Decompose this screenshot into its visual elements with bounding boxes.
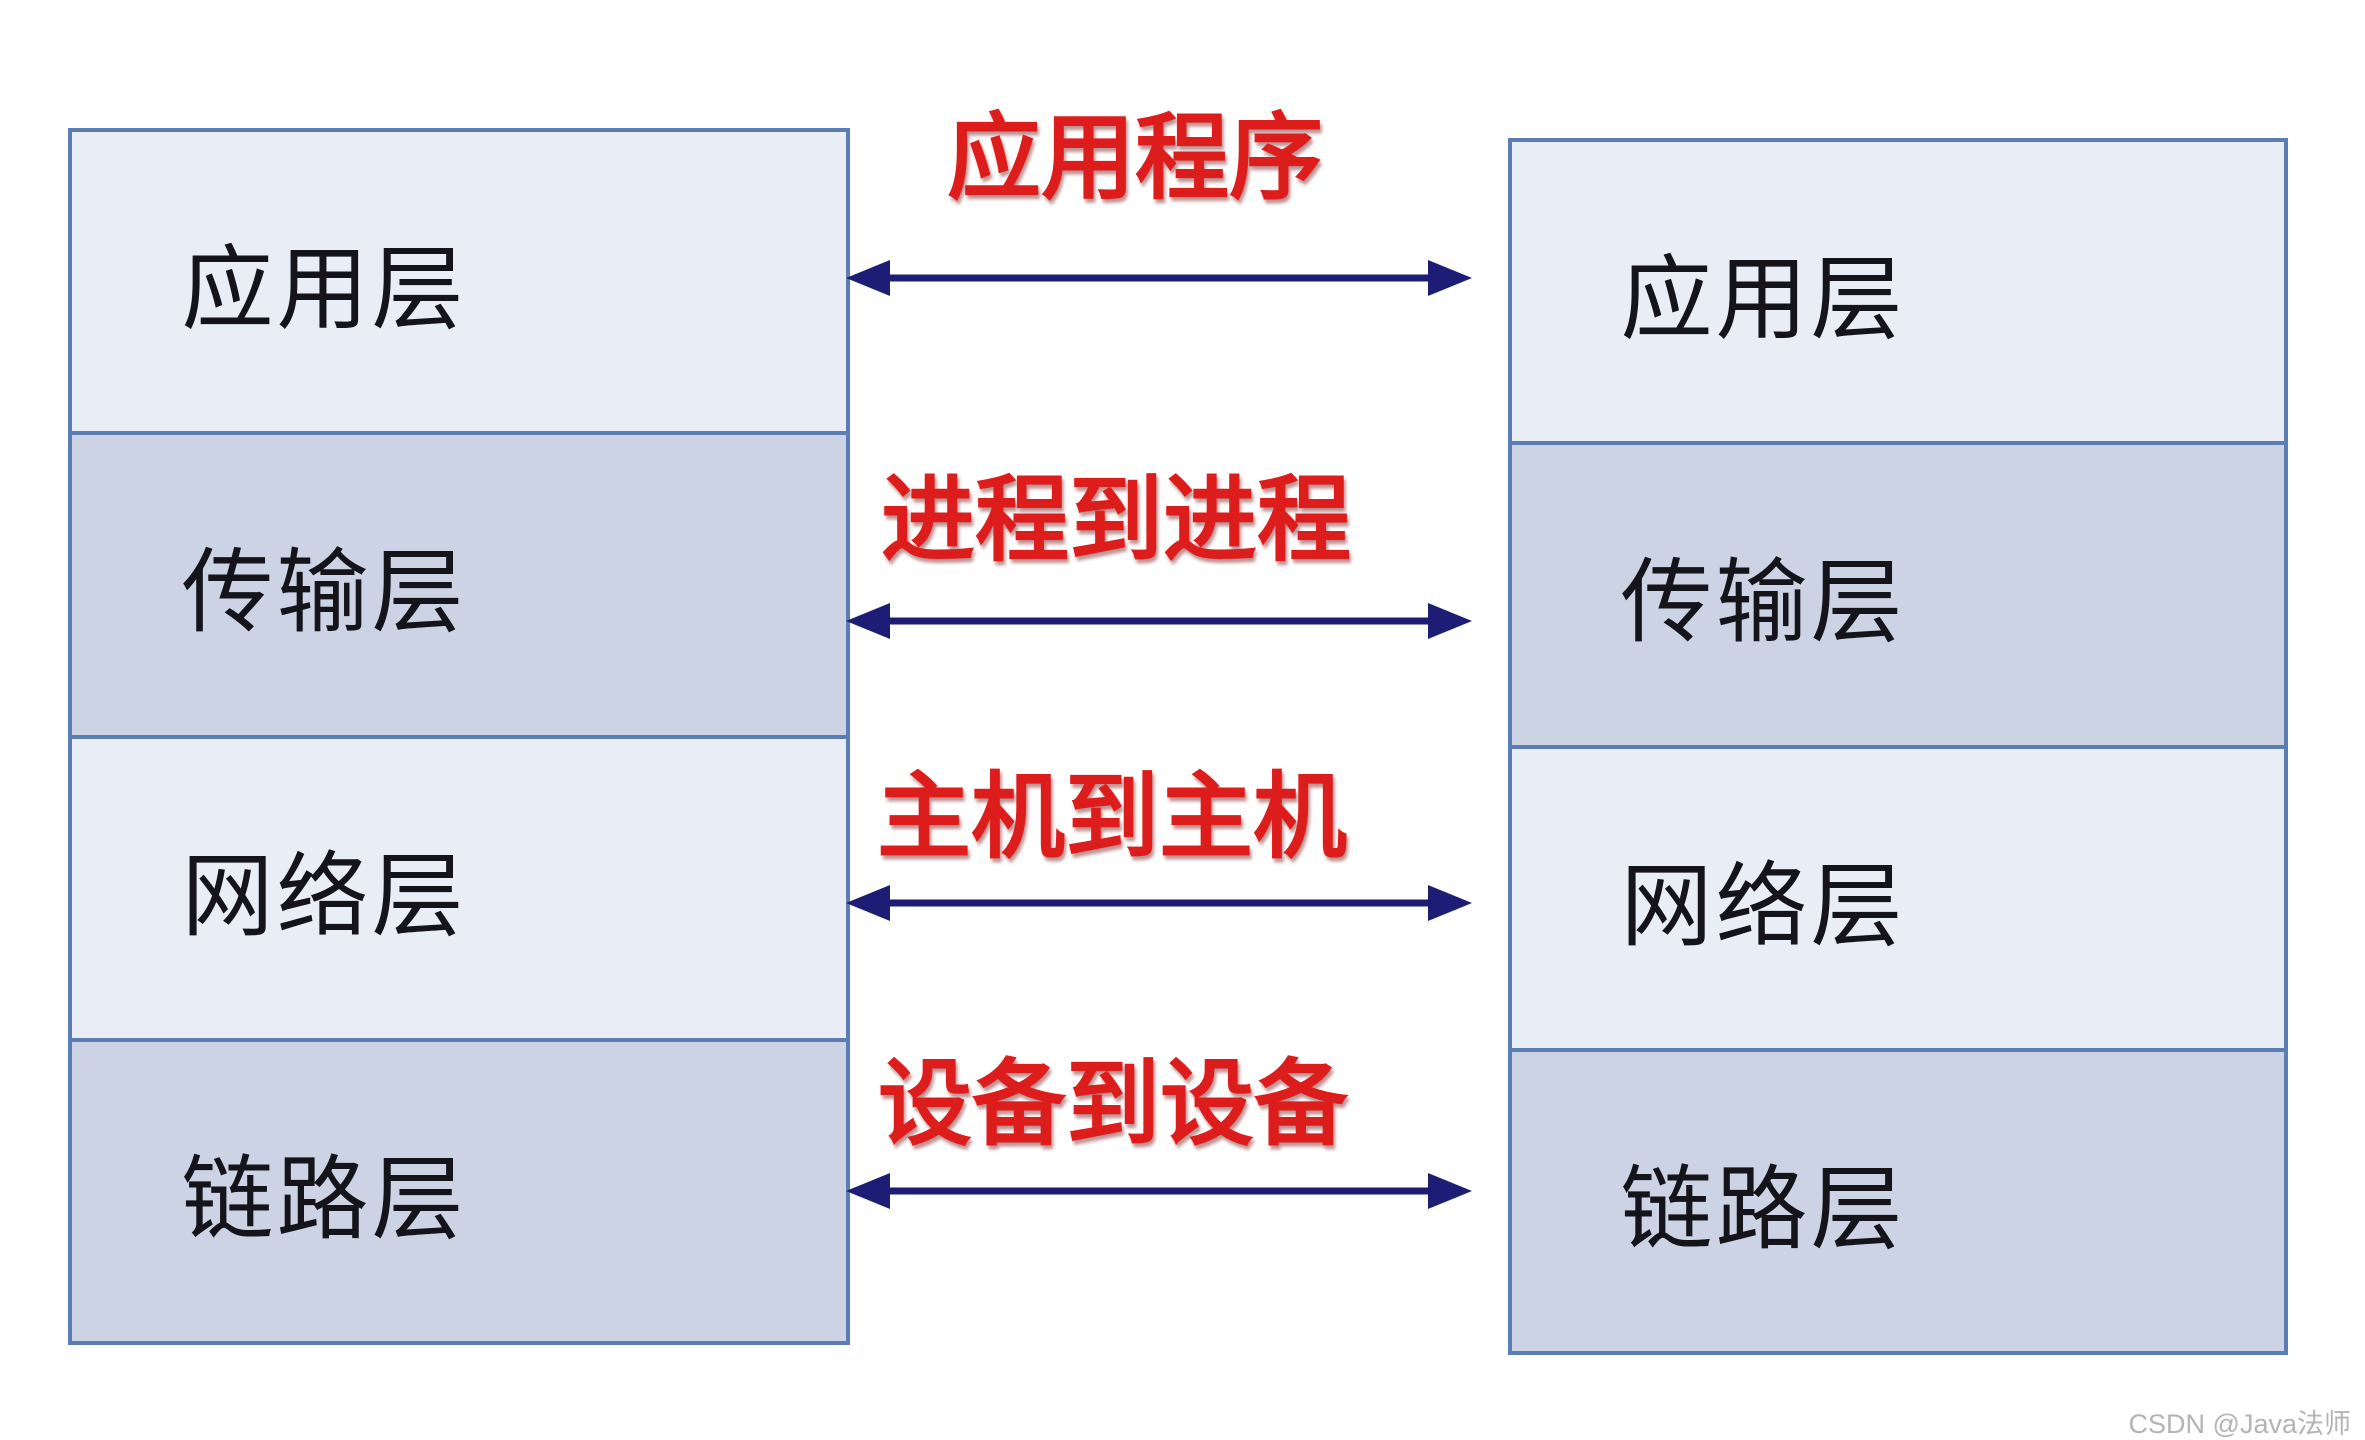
- channel-label-host-to-host: 主机到主机: [876, 764, 1348, 869]
- left-layer-link: 链路层: [72, 1037, 846, 1341]
- left-layer-network-label: 网络层: [181, 845, 467, 948]
- double-arrow-icon: [846, 260, 1472, 296]
- right-layer-link-label: 链路层: [1620, 1158, 1906, 1261]
- left-protocol-stack: 应用层 传输层 网络层 链路层: [68, 128, 850, 1345]
- right-layer-network-label: 网络层: [1620, 855, 1906, 958]
- channel-label-device-to-device: 设备到设备: [877, 1051, 1349, 1156]
- channel-label-process-to-process: 进程到进程: [880, 467, 1352, 572]
- right-layer-network: 网络层: [1512, 744, 2284, 1048]
- double-arrow-icon: [846, 603, 1472, 639]
- left-layer-network: 网络层: [72, 734, 846, 1038]
- right-layer-transport: 传输层: [1512, 441, 2284, 745]
- csdn-watermark: CSDN @Java法师: [2128, 1409, 2351, 1439]
- channel-label-application-program: 应用程序: [946, 105, 1324, 210]
- right-layer-application-label: 应用层: [1620, 249, 1906, 352]
- right-layer-link: 链路层: [1512, 1047, 2284, 1351]
- left-layer-application: 应用层: [72, 132, 846, 432]
- double-arrow-icon: [846, 1173, 1472, 1209]
- left-layer-transport: 传输层: [72, 431, 846, 735]
- right-protocol-stack: 应用层 传输层 网络层 链路层: [1508, 138, 2288, 1355]
- left-layer-application-label: 应用层: [181, 239, 467, 342]
- double-arrow-icon: [846, 885, 1472, 921]
- left-layer-link-label: 链路层: [181, 1148, 467, 1251]
- right-layer-transport-label: 传输层: [1620, 552, 1906, 655]
- right-layer-application: 应用层: [1512, 142, 2284, 442]
- left-layer-transport-label: 传输层: [181, 542, 467, 645]
